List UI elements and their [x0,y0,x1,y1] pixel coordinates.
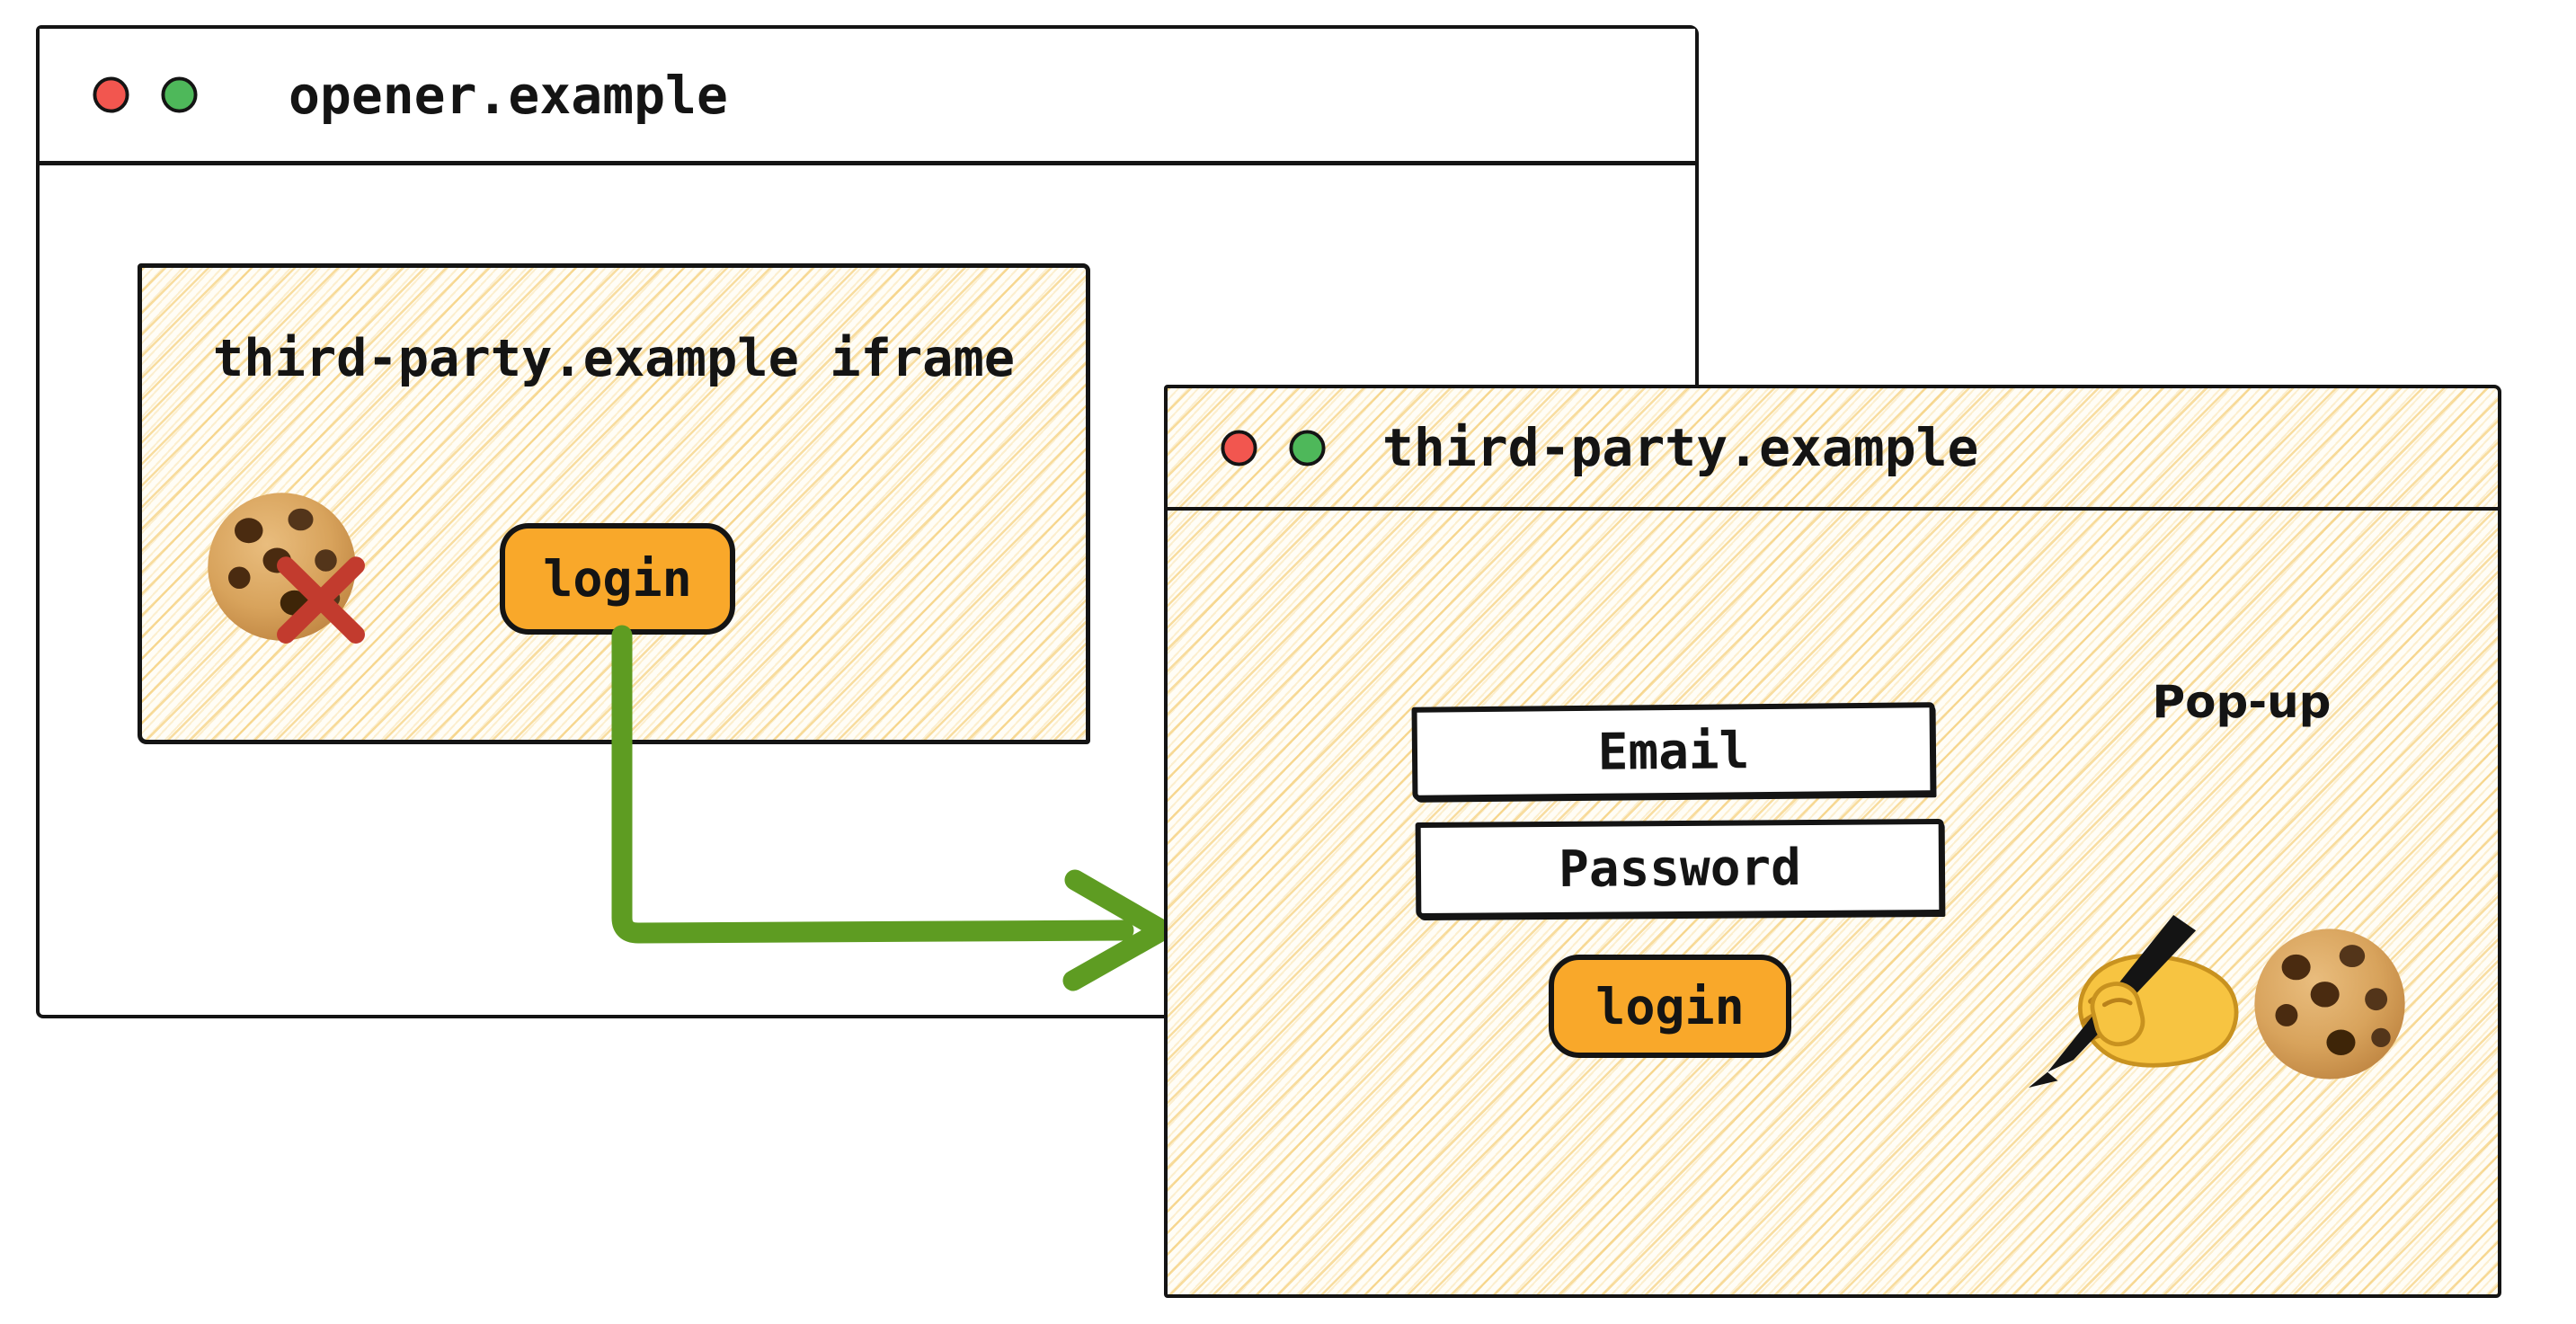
popup-browser-window: third-party.example Email Password login… [1164,385,2501,1298]
email-input-label: Email [1597,721,1750,782]
x-mark-icon [277,556,365,644]
writing-hand-icon [2028,915,2239,1088]
popup-titlebar: third-party.example [1168,388,2498,511]
close-button-icon[interactable] [92,76,130,114]
minimize-button-icon[interactable] [1288,429,1327,467]
popup-label: Pop-up [2152,676,2332,728]
email-input[interactable]: Email [1411,702,1936,801]
close-button-icon[interactable] [1220,429,1258,467]
password-input-label: Password [1558,839,1802,899]
opens-popup-arrow-icon [611,625,1173,991]
popup-illustration [2021,915,2410,1088]
iframe-title: third-party.example iframe [212,329,1016,388]
iframe-login-button-label: login [543,550,692,608]
cookie-icon [2254,929,2405,1080]
opener-titlebar: opener.example [40,29,1695,165]
popup-window-title: third-party.example [1382,417,1979,478]
window-controls [1220,429,1327,467]
password-input[interactable]: Password [1415,818,1945,920]
window-controls [92,76,199,114]
iframe-login-button[interactable]: login [500,523,735,635]
popup-login-button-label: login [1595,977,1745,1035]
opener-window-title: opener.example [289,64,728,126]
popup-login-button[interactable]: login [1549,955,1791,1058]
minimize-button-icon[interactable] [160,76,199,114]
